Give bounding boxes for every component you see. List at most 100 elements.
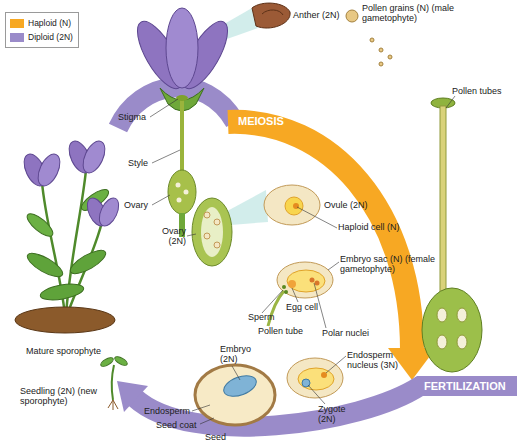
ovule-dot bbox=[204, 233, 210, 239]
part-label: Ovule (2N) bbox=[324, 200, 368, 210]
part-label: Endosperm bbox=[144, 406, 190, 416]
embryo-sac-shape bbox=[277, 262, 333, 298]
plant-flower bbox=[79, 138, 110, 176]
leader-line bbox=[187, 234, 196, 236]
part-label: Mature sporophyte bbox=[26, 346, 101, 356]
stigma-tip bbox=[176, 95, 188, 101]
legend-entry: Diploid (2N) bbox=[10, 30, 73, 44]
part-label: Haploid cell (N) bbox=[338, 222, 402, 232]
flower-ovary bbox=[168, 170, 196, 214]
ovule-core bbox=[285, 197, 303, 215]
seedling-leaf bbox=[99, 356, 114, 368]
legend-swatch bbox=[10, 19, 24, 28]
plant-leaf bbox=[39, 281, 85, 302]
soil bbox=[15, 307, 115, 333]
ovule-dot bbox=[437, 308, 447, 322]
ovary-section bbox=[192, 198, 232, 266]
polar-nucleus bbox=[315, 281, 320, 286]
legend-text: Diploid (2N) bbox=[28, 32, 73, 42]
polar-nucleus bbox=[310, 278, 315, 283]
diploid-band bbox=[118, 87, 235, 128]
part-label: Polar nuclei bbox=[322, 328, 369, 338]
pistil-ovary bbox=[422, 288, 482, 372]
part-label: Ovary bbox=[124, 200, 148, 210]
seedling-root bbox=[108, 400, 118, 410]
pollen-grain bbox=[379, 48, 383, 52]
haploid-cell bbox=[293, 203, 299, 209]
pollen-grain bbox=[370, 38, 374, 42]
ovule-dot bbox=[214, 242, 220, 248]
plant-flower bbox=[95, 195, 122, 229]
ovule-dot bbox=[177, 198, 182, 203]
leader-line bbox=[328, 262, 339, 270]
ovule-dot bbox=[184, 190, 189, 195]
ovary-section bbox=[201, 207, 223, 257]
part-label: Ovary (2N) bbox=[150, 226, 186, 246]
leader-line bbox=[326, 356, 346, 373]
fertilized-ovule-core bbox=[298, 368, 334, 390]
leader-line bbox=[297, 207, 337, 228]
pollen-grain bbox=[388, 55, 392, 59]
part-label: Anther (2N) bbox=[293, 10, 340, 20]
legend-text: Haploid (N) bbox=[28, 18, 71, 28]
part-label: Endosperm nucleus (3N) bbox=[347, 350, 411, 370]
part-label: Seed coat bbox=[156, 420, 197, 430]
ovule-dot bbox=[457, 308, 467, 322]
ovule-dot bbox=[457, 335, 467, 349]
legend-box: Haploid (N) Diploid (2N) bbox=[5, 12, 79, 48]
anther-shape bbox=[252, 3, 290, 28]
sperm-cell bbox=[282, 285, 286, 289]
part-label: Seed bbox=[205, 432, 226, 442]
leader-line bbox=[200, 418, 214, 424]
egg-cell bbox=[288, 280, 296, 288]
part-label: Seedling (2N) (new sporophyte) bbox=[20, 386, 104, 406]
leader-line bbox=[152, 150, 180, 163]
leader-line bbox=[192, 405, 210, 411]
fertilized-ovule bbox=[287, 358, 343, 398]
diploid-arrowhead bbox=[117, 381, 148, 412]
plant-leaf bbox=[24, 210, 56, 240]
anther-shape bbox=[262, 10, 283, 15]
pollen-tube-shape bbox=[440, 106, 446, 296]
leader-line bbox=[446, 96, 455, 108]
part-label: Pollen tubes bbox=[452, 86, 502, 96]
part-label: Embryo (2N) bbox=[220, 344, 260, 364]
part-label: Egg cell bbox=[286, 302, 318, 312]
ovule-dot bbox=[204, 212, 210, 218]
part-label: Sperm bbox=[248, 312, 275, 322]
part-label: Style bbox=[128, 158, 148, 168]
part-label: Stigma bbox=[118, 112, 146, 122]
part-label: Pollen grains (N) (male gametophyte) bbox=[362, 3, 458, 23]
petal bbox=[166, 8, 198, 88]
legend-entry: Haploid (N) bbox=[10, 16, 73, 30]
part-label: Pollen tube bbox=[258, 326, 303, 336]
leader-line bbox=[150, 99, 178, 117]
leader-line bbox=[292, 288, 298, 302]
ovule-dot bbox=[176, 183, 181, 188]
leader-line bbox=[152, 195, 170, 205]
stage-label: FERTILIZATION bbox=[424, 380, 506, 392]
seedling-leaf bbox=[113, 355, 128, 367]
embryo-shape bbox=[221, 372, 259, 401]
ovule-shape bbox=[264, 185, 320, 225]
sperm-cell bbox=[284, 290, 288, 294]
plant-flower bbox=[34, 151, 65, 189]
stage-label: MEIOSIS bbox=[238, 115, 284, 127]
plant-leaf bbox=[24, 249, 66, 281]
leader-line bbox=[232, 366, 240, 380]
seedling-stem bbox=[112, 365, 114, 400]
ovule-dot bbox=[437, 335, 447, 349]
leader-line bbox=[308, 385, 325, 404]
pollen-grain bbox=[346, 10, 358, 22]
part-label: Embryo sac (N) (female gametophyte) bbox=[340, 254, 438, 274]
plant-leaf bbox=[67, 246, 109, 278]
haploid-band bbox=[228, 122, 412, 350]
embryo-sac-core bbox=[287, 270, 325, 292]
style-stalk bbox=[180, 100, 184, 172]
seed-shape bbox=[195, 365, 275, 425]
ovule-dot bbox=[214, 219, 220, 225]
part-label: Zygote (2N) bbox=[318, 404, 358, 424]
legend-swatch bbox=[10, 33, 24, 42]
